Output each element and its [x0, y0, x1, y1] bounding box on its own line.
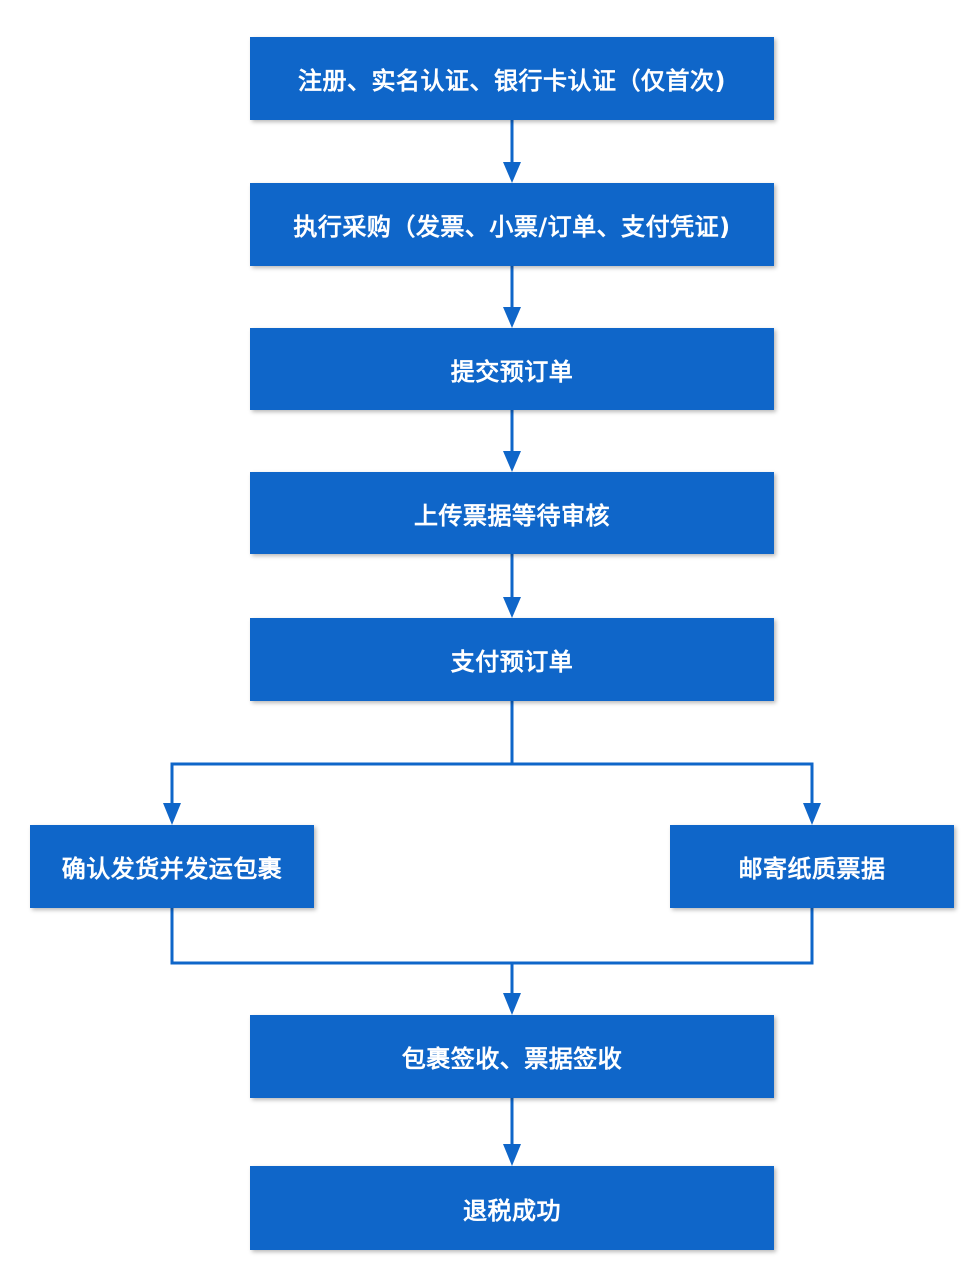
step-submit-preorder: 提交预订单	[250, 328, 774, 410]
arrowhead-to-mail-receipts	[803, 803, 821, 825]
step-confirm-shipping: 确认发货并发运包裹	[30, 825, 314, 908]
arrowhead-to-refund	[503, 1144, 521, 1166]
step-sign-receipt: 包裹签收、票据签收	[250, 1015, 774, 1098]
step-refund-success: 退税成功	[250, 1166, 774, 1250]
arrowhead-to-purchase	[503, 162, 521, 183]
step-sign-receipt-label: 包裹签收、票据签收	[401, 1045, 623, 1073]
step-register-label: 注册、实名认证、银行卡认证（仅首次)	[298, 67, 726, 95]
step-upload-receipts-label: 上传票据等待审核	[414, 501, 610, 530]
arrowhead-to-pay	[503, 597, 521, 618]
step-register: 注册、实名认证、银行卡认证（仅首次)	[250, 37, 774, 120]
arrowhead-to-confirm-shipping	[163, 803, 181, 825]
arrowhead-to-submit	[503, 307, 521, 328]
arrowhead-to-sign	[503, 993, 521, 1015]
connector-pay-split	[170, 701, 514, 807]
connector-pay-split-right	[512, 762, 814, 807]
arrowhead-to-upload	[503, 451, 521, 472]
step-purchase: 执行采购（发票、小票/订单、支付凭证)	[250, 183, 774, 266]
connector-merge	[170, 908, 814, 965]
step-pay-preorder: 支付预订单	[250, 618, 774, 701]
step-mail-paper-receipts: 邮寄纸质票据	[670, 825, 954, 908]
step-submit-preorder-label: 提交预订单	[450, 357, 574, 386]
step-mail-paper-receipts-label: 邮寄纸质票据	[738, 855, 886, 883]
step-pay-preorder-label: 支付预订单	[450, 648, 574, 676]
step-confirm-shipping-label: 确认发货并发运包裹	[61, 855, 283, 883]
step-refund-success-label: 退税成功	[463, 1196, 561, 1225]
step-upload-receipts: 上传票据等待审核	[250, 472, 774, 554]
step-purchase-label: 执行采购（发票、小票/订单、支付凭证)	[293, 213, 731, 241]
